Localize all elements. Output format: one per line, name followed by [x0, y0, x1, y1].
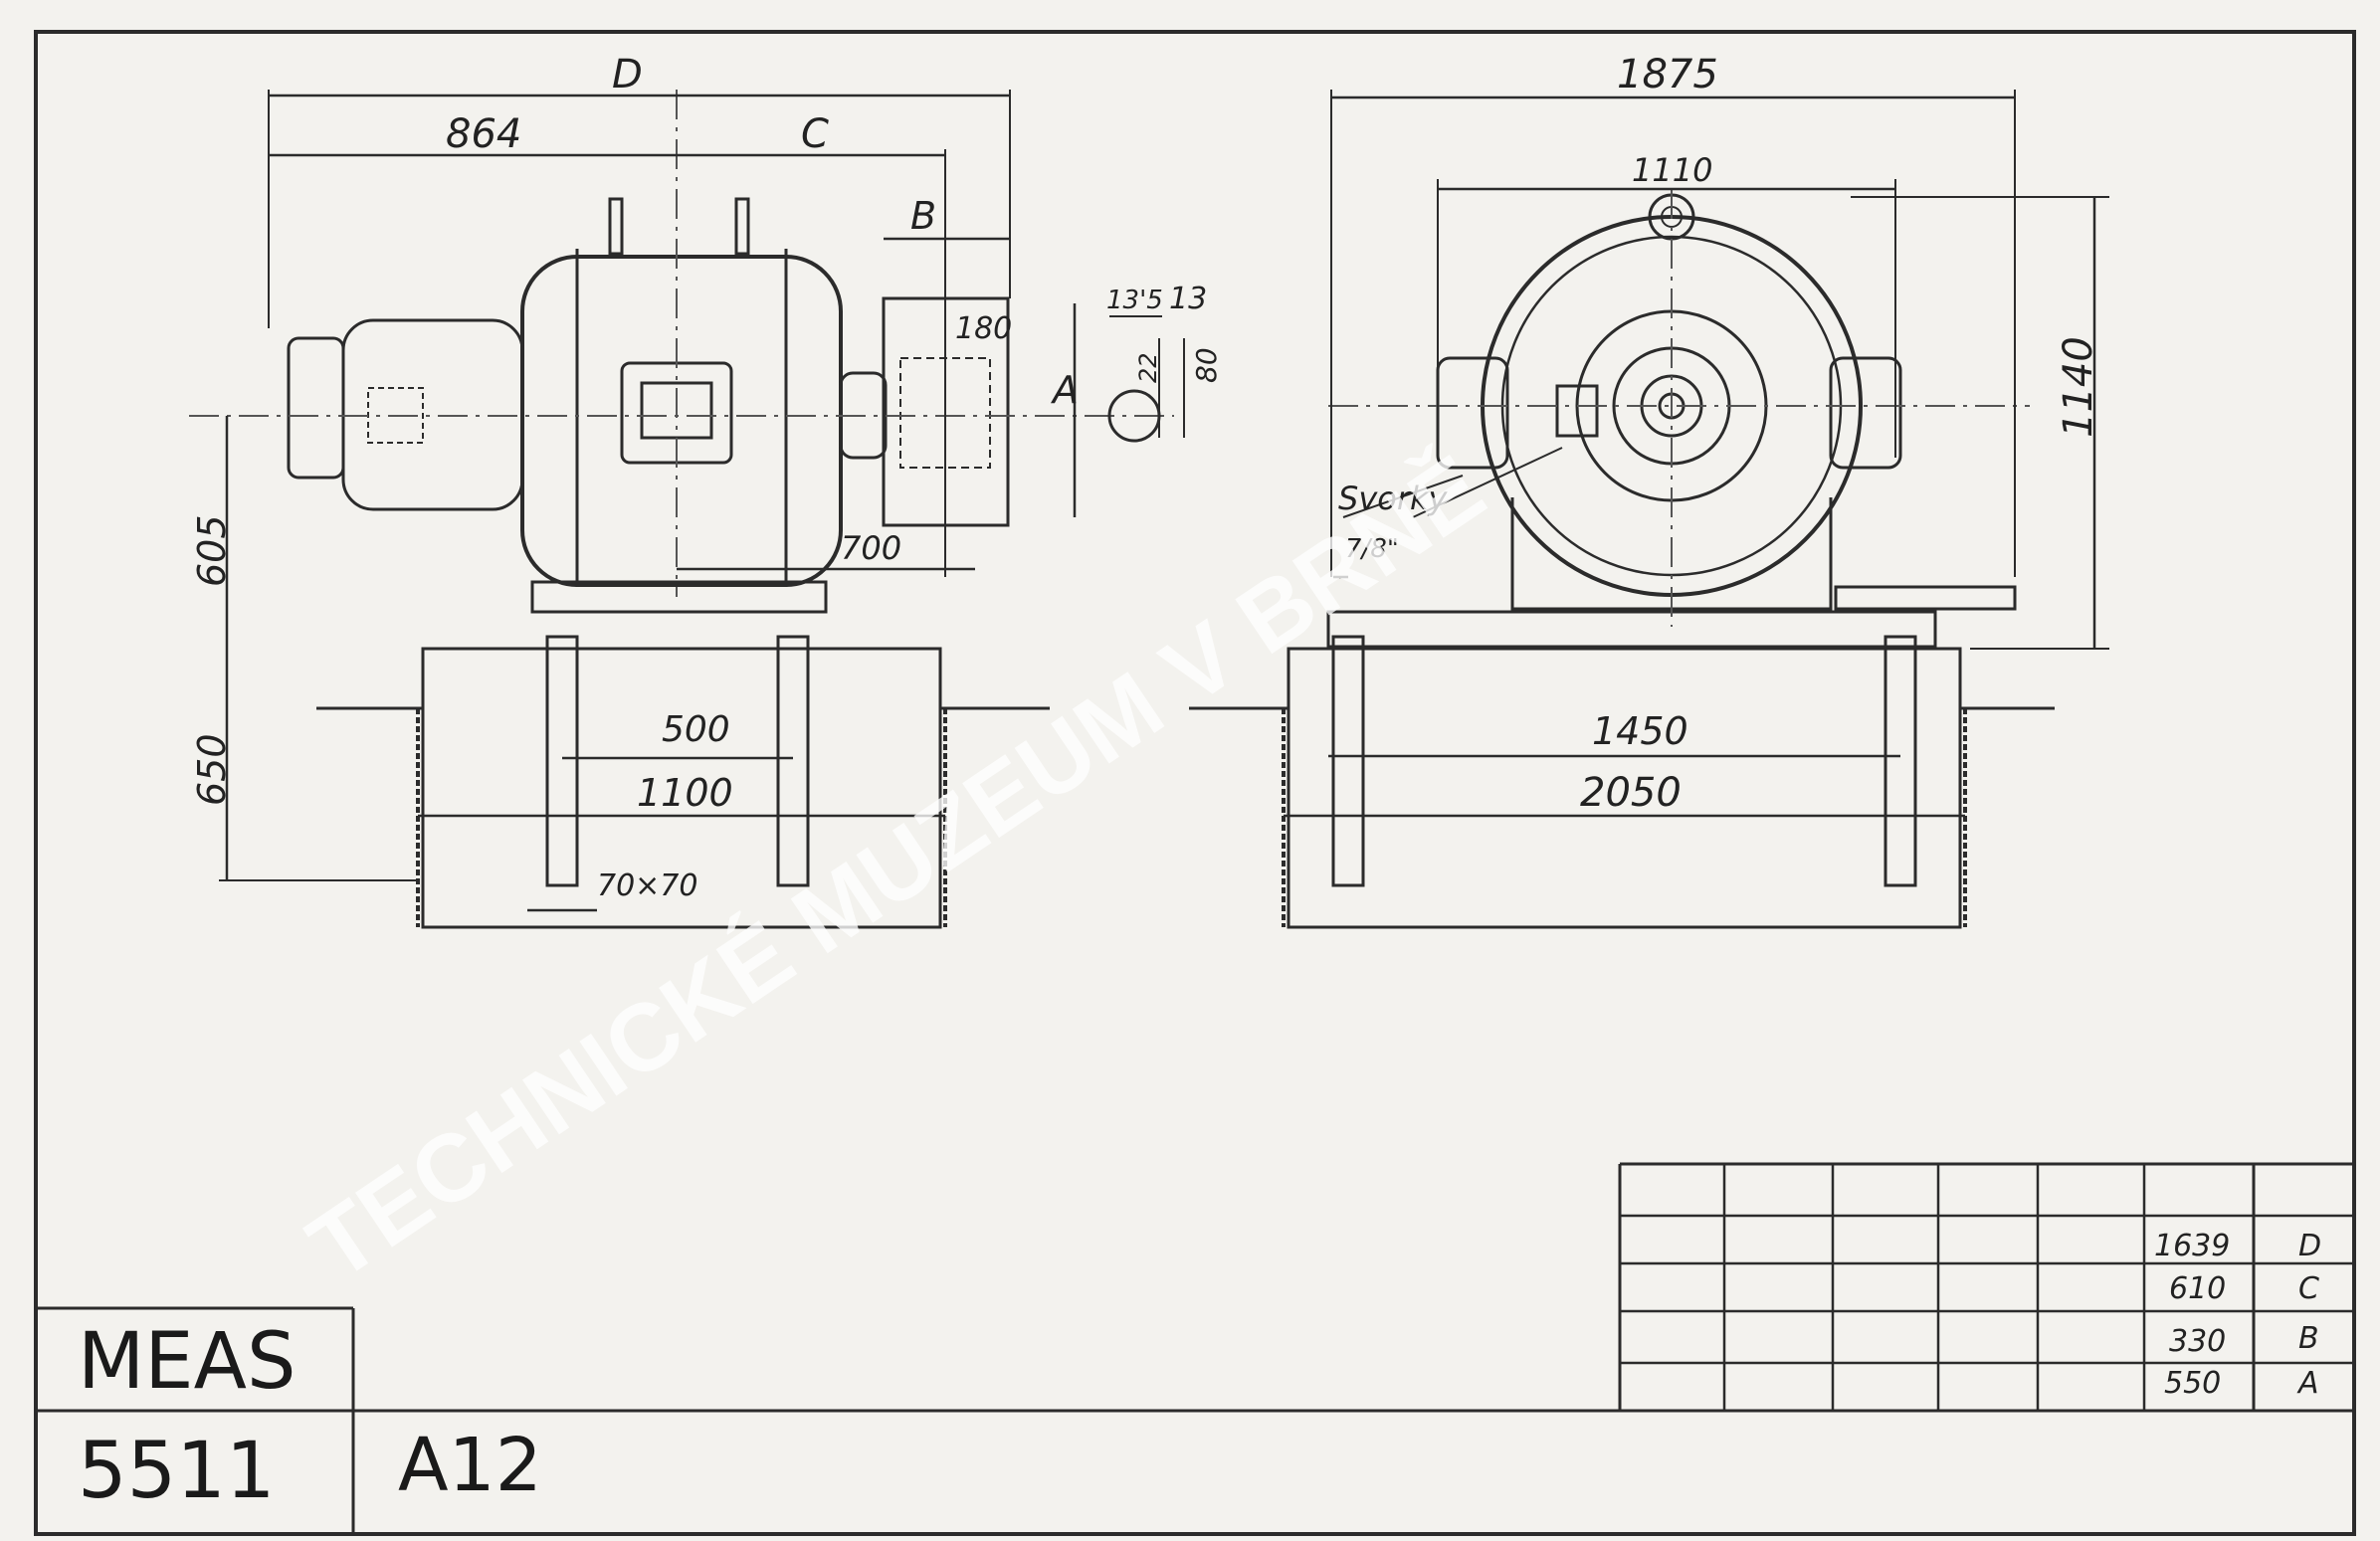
table-value: 330 — [2169, 1324, 2226, 1359]
dim-b: B — [910, 194, 936, 238]
side-foundation — [421, 647, 942, 929]
key-13-5: 13'5 — [1106, 286, 1163, 315]
dim-1110: 1110 — [1632, 151, 1712, 189]
dim-d: D — [612, 52, 643, 97]
key-80: 80 — [1190, 347, 1223, 383]
table-letter: C — [2298, 1271, 2319, 1306]
key-22: 22 — [1134, 352, 1162, 383]
key-13: 13 — [1169, 282, 1207, 316]
anchor-bolt — [1331, 635, 1365, 887]
label-svorky: Svorky — [1338, 480, 1449, 517]
front-view: 1875 1110 1140 Svorky 7/8" 1450 2050 — [1189, 52, 2109, 929]
dim-1140: 1140 — [2056, 336, 2101, 438]
front-foundation — [1287, 647, 1962, 929]
table-value: 550 — [2164, 1366, 2221, 1401]
table-letter: B — [2298, 1321, 2319, 1356]
table-value: 1639 — [2154, 1229, 2230, 1263]
dim-700: 700 — [841, 529, 901, 567]
dim-650: 650 — [190, 733, 234, 806]
side-view: D 864 C B 180 A 700 605 650 500 1100 70×… — [189, 52, 1223, 929]
sheet-border — [34, 30, 2356, 1536]
dim-70x70: 70×70 — [597, 868, 697, 903]
maker-name: MEAS — [78, 1317, 296, 1407]
drawing-number: 5511 — [78, 1427, 276, 1516]
faded-notes — [696, 1074, 1154, 1224]
title-block: MEAS 5511 A12 — [36, 1306, 2354, 1534]
anchor-bolt — [545, 635, 579, 887]
variant-table: 1639 D 610 C 330 B 550 A — [1618, 1162, 2354, 1411]
dim-7-8: 7/8" — [1345, 534, 1399, 564]
base-frame — [530, 580, 828, 614]
dim-2050: 2050 — [1580, 770, 1682, 816]
dim-500: 500 — [662, 709, 730, 750]
terminal-block — [1555, 384, 1599, 438]
dim-180: 180 — [955, 311, 1012, 346]
dim-c: C — [801, 111, 829, 157]
sheet-id: A12 — [398, 1423, 542, 1508]
motor-body — [520, 255, 843, 587]
front-base — [1326, 610, 1937, 649]
dim-1875: 1875 — [1617, 52, 1718, 97]
table-value: 610 — [2169, 1271, 2226, 1306]
dim-864: 864 — [446, 111, 521, 157]
table-letter: A — [2296, 1366, 2319, 1401]
anchor-bolt — [1884, 635, 1917, 887]
table-letter: D — [2298, 1229, 2321, 1263]
anchor-bolt — [776, 635, 810, 887]
dim-1450: 1450 — [1592, 709, 1688, 753]
dim-1100: 1100 — [637, 771, 733, 815]
dim-a: A — [1050, 368, 1079, 412]
dim-605: 605 — [190, 514, 234, 587]
